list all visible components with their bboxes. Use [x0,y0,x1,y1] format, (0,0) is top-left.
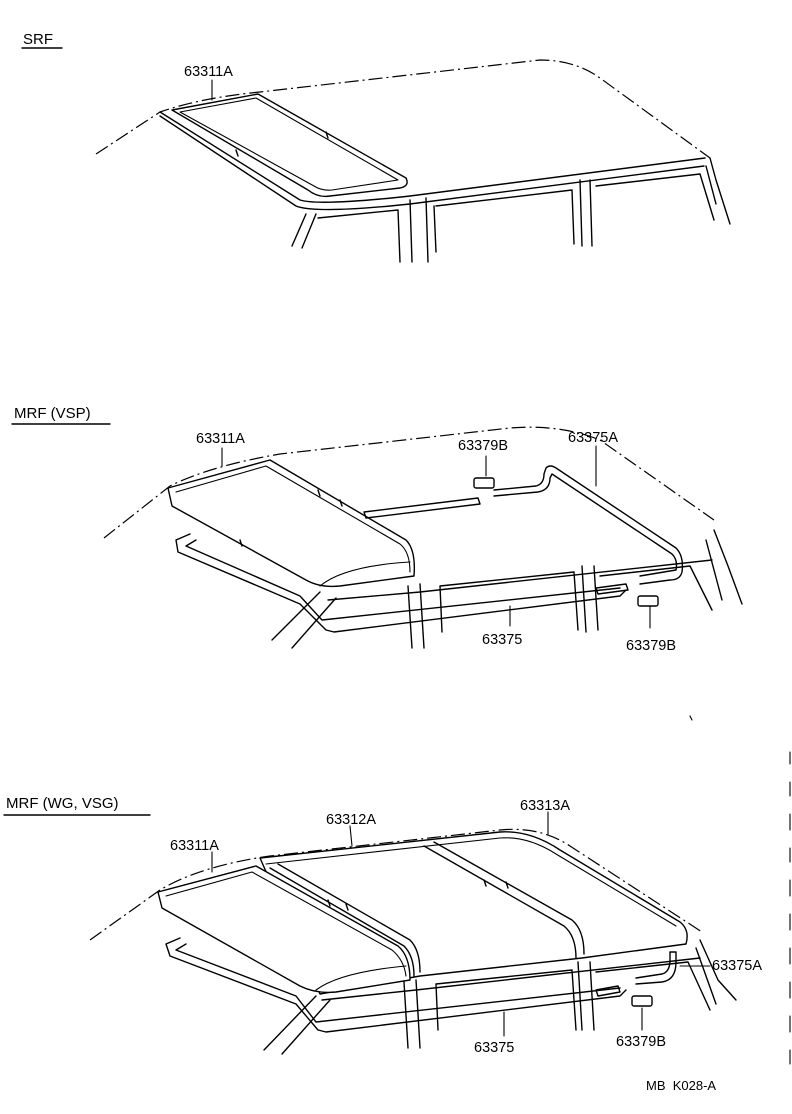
window-line [291,213,307,247]
moonroof-panel-63311a [157,865,411,994]
rear-pillar [713,529,743,605]
roof-side-edge-inner [159,115,705,211]
part-label-63379b: 63379B [616,1034,666,1050]
molding-piece [595,985,621,997]
end-cap-63379b [473,477,495,489]
molding-63375a-inner [493,473,678,577]
sunroof-glass-inner [179,97,399,191]
drip-molding-front-inner [185,539,621,621]
part-label-63375a: 63375A [568,430,618,446]
roof-drawing-mrf-wg-vsg [89,751,791,1065]
part-label-63375a: 63375A [712,958,762,974]
part-label-63311a: 63311A [170,838,219,854]
roof-outline [95,59,711,159]
quarter-window [599,565,713,611]
section-mrf-wg-vsg: MRF (WG, VSG) [3,751,791,1065]
b-pillar-2 [425,197,429,263]
quarter-window [595,173,715,221]
moonroof-panel-63311a [167,459,416,588]
section-title-srf: SRF [23,31,53,48]
molding-63375a [635,951,677,985]
rear-door-window [435,969,577,1031]
a-pillar [271,591,337,649]
roof-strip [363,497,481,519]
end-cap-63379b [637,595,659,607]
rear-door-window [439,571,579,633]
roof-outline [89,828,703,941]
section-title-mrf-vsp: MRF (VSP) [14,405,91,422]
sunroof-glass-63311a [171,93,408,198]
section-mrf-vsp: MRF (VSP) [11,405,743,721]
rear-pillar-inner [705,539,723,601]
moonroof-panel-edge [165,871,407,977]
window-line [301,213,317,249]
a-pillar [263,995,331,1055]
part-label-63379b: 63379B [626,638,676,654]
roof-drawing-srf [95,59,731,263]
b-pillar [403,979,421,1049]
roof-rail-center [423,845,577,959]
part-label-63313a: 63313A [520,798,570,814]
rear-pillar-inner [695,947,717,1005]
sunroof-clip [235,131,329,157]
part-label-63375: 63375 [482,632,522,648]
b-pillar [409,199,413,263]
section-title-mrf-wg-vsg: MRF (WG, VSG) [6,795,119,812]
drip-molding-front [175,533,627,633]
roof-rail-front [269,867,415,977]
rear-pillar [709,157,731,225]
part-label-63311a: 63311A [184,64,233,80]
roof-outline [103,426,715,539]
roof-panel-edge [265,837,677,927]
part-label-63312a: 63312A [326,812,376,828]
part-label-63311a: 63311A [196,431,245,447]
part-label-63379b: 63379B [458,438,508,454]
front-door-window [317,209,401,263]
end-cap-63379b [631,995,653,1007]
roof-drawing-mrf-vsp [103,426,743,721]
molding-piece [595,583,629,595]
roof-rail-front-inner [277,863,421,973]
drip-molding-front [165,937,627,1033]
roof-side-edge [159,111,706,203]
b-pillar [407,583,425,649]
stray-mark [689,715,693,721]
c-pillar [579,179,593,247]
moonroof-panel-front [315,965,407,991]
drip-molding-front-inner [175,943,621,1023]
moonroof-panel-edge [175,465,411,573]
rear-pillar-inner [705,165,717,205]
part-label-63375: 63375 [474,1040,514,1056]
diagram-code: MB K028-A [646,1078,716,1093]
c-pillar [581,565,599,633]
roof-clip [327,879,509,911]
roof-rail-center-inner [433,841,585,955]
rear-pillar [699,939,737,1001]
section-srf: SRF 63311A [21,31,731,263]
c-pillar [577,961,595,1031]
moonroof-panel-front [319,561,411,587]
rear-door-window [433,189,575,253]
leader-line [349,825,353,847]
molding-63375a [493,465,684,585]
quarter-window [595,961,711,1011]
moonroof-clip [239,489,343,547]
